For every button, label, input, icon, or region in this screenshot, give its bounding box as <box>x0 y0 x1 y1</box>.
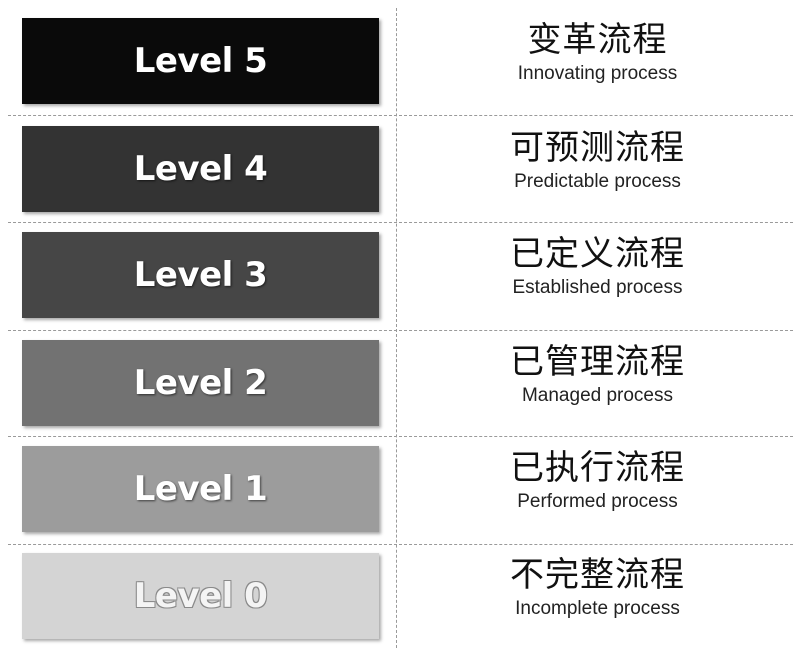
level-name-zh-1: 已执行流程 <box>510 448 685 488</box>
level-name-zh-5: 变革流程 <box>527 20 668 60</box>
level-description-5: 变革流程 Innovating process <box>400 20 795 86</box>
level-box-1: Level 1 <box>22 446 379 532</box>
level-box-5: Level 5 <box>22 18 379 104</box>
level-name-en-0: Incomplete process <box>515 598 680 619</box>
level-description-3: 已定义流程 Established process <box>400 234 795 300</box>
level-name-en-3: Established process <box>512 277 683 298</box>
level-label-2: Level 2 <box>133 363 268 403</box>
row-divider <box>8 436 793 437</box>
level-description-1: 已执行流程 Performed process <box>400 448 795 514</box>
level-row-5: Level 5 变革流程 Innovating process <box>0 8 801 115</box>
level-name-zh-3: 已定义流程 <box>510 234 685 274</box>
level-name-en-2: Managed process <box>521 385 674 406</box>
level-row-4: Level 4 可预测流程 Predictable process <box>0 116 801 223</box>
level-box-3: Level 3 <box>22 232 379 318</box>
level-row-3: Level 3 已定义流程 Established process <box>0 222 801 329</box>
level-name-en-5: Innovating process <box>517 63 678 84</box>
level-name-en-1: Performed process <box>517 491 678 512</box>
row-divider <box>8 330 793 331</box>
level-box-0: Level 0 <box>22 553 379 639</box>
row-divider <box>8 115 793 116</box>
level-description-4: 可预测流程 Predictable process <box>400 128 795 194</box>
level-name-en-4: Predictable process <box>514 171 681 192</box>
level-description-0: 不完整流程 Incomplete process <box>400 555 795 621</box>
level-description-2: 已管理流程 Managed process <box>400 342 795 408</box>
level-row-0: Level 0 不完整流程 Incomplete process <box>0 543 801 650</box>
level-name-zh-4: 可预测流程 <box>510 128 685 168</box>
level-box-4: Level 4 <box>22 126 379 212</box>
level-name-zh-2: 已管理流程 <box>510 342 685 382</box>
row-divider <box>8 544 793 545</box>
level-box-2: Level 2 <box>22 340 379 426</box>
level-row-1: Level 1 已执行流程 Performed process <box>0 436 801 543</box>
level-label-5: Level 5 <box>133 41 268 81</box>
level-row-2: Level 2 已管理流程 Managed process <box>0 330 801 437</box>
vertical-divider <box>396 8 397 648</box>
level-label-1: Level 1 <box>133 469 268 509</box>
level-label-0: Level 0 <box>133 576 268 616</box>
level-label-3: Level 3 <box>133 255 268 295</box>
row-divider <box>8 222 793 223</box>
level-name-zh-0: 不完整流程 <box>510 555 685 595</box>
level-label-4: Level 4 <box>133 149 268 189</box>
